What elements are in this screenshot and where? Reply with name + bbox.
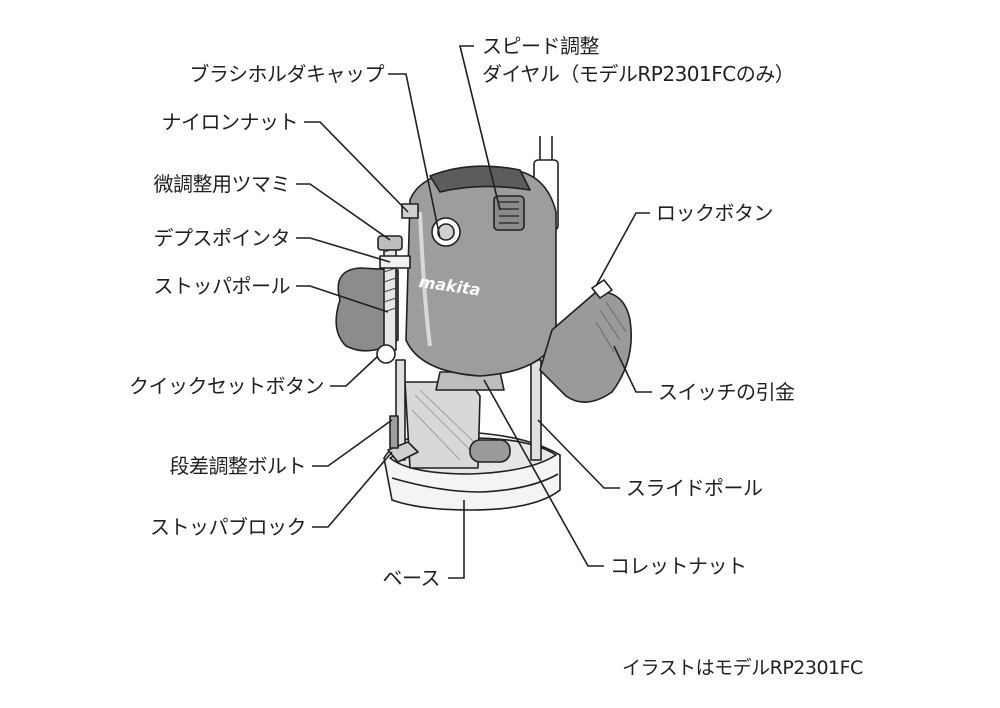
leader-speed-dial	[458, 45, 501, 211]
label-nylon-nut: ナイロンナット	[161, 110, 299, 134]
right-handle	[539, 291, 632, 403]
leader-collet-nut	[483, 379, 604, 567]
housing-highlight	[418, 211, 432, 347]
fine-adjust-knob-part	[377, 235, 403, 251]
leader-fine-adjust-knob	[296, 183, 391, 241]
illustration-model-note: イラストはモデルRP2301FC	[622, 657, 863, 679]
leader-brush-holder-cap	[388, 73, 441, 239]
depth-pointer-part	[379, 255, 411, 269]
label-step-adjust-bolt: 段差調整ボルト	[169, 454, 307, 478]
label-fine-adjust-knob: 微調整用ツマミ	[153, 172, 291, 196]
motor-top	[429, 165, 531, 193]
leader-nylon-nut	[304, 121, 409, 213]
leader-switch-trigger	[613, 345, 652, 393]
base-plate-edge	[391, 473, 559, 493]
leader-quick-set-button	[330, 355, 379, 387]
label-collet-nut: コレットナット	[610, 554, 747, 578]
leader-stopper-pole	[296, 285, 389, 313]
label-lock-button: ロックボタン	[656, 201, 774, 225]
quick-set-button-part	[376, 344, 396, 364]
bit-plunge-ring	[469, 439, 511, 463]
nylon-nut-part	[401, 203, 419, 219]
leader-lock-button	[595, 212, 650, 287]
label-slide-pole: スライドポール	[626, 476, 763, 500]
slide-pole-right	[530, 359, 542, 461]
router-illustration: makita	[335, 136, 632, 511]
label-speed-dial-line1: スピード調整	[482, 34, 600, 58]
chip-guard	[404, 381, 481, 469]
label-switch-trigger: スイッチの引金	[658, 380, 795, 404]
leader-lines	[296, 45, 652, 579]
label-quick-set-button: クイックセットボタン	[129, 374, 325, 398]
label-stopper-pole: ストッパポール	[153, 274, 291, 298]
leader-depth-pointer	[296, 237, 391, 263]
lock-button-part	[591, 279, 613, 299]
speed-dial-part	[493, 195, 525, 231]
label-stopper-block: ストッパブロック	[150, 515, 307, 539]
step-adjust-bolt-part	[389, 415, 399, 449]
label-speed-dial-line2: ダイヤル（モデルRP2301FCのみ）	[482, 62, 795, 86]
label-base: ベース	[382, 566, 441, 590]
label-depth-pointer: デプスポインタ	[153, 226, 291, 250]
label-brush-holder-cap: ブラシホルダキャップ	[189, 62, 384, 86]
leader-stopper-block	[312, 451, 393, 528]
leader-slide-pole	[537, 419, 620, 489]
leader-step-adjust-bolt	[312, 419, 393, 467]
leader-base	[448, 500, 465, 579]
